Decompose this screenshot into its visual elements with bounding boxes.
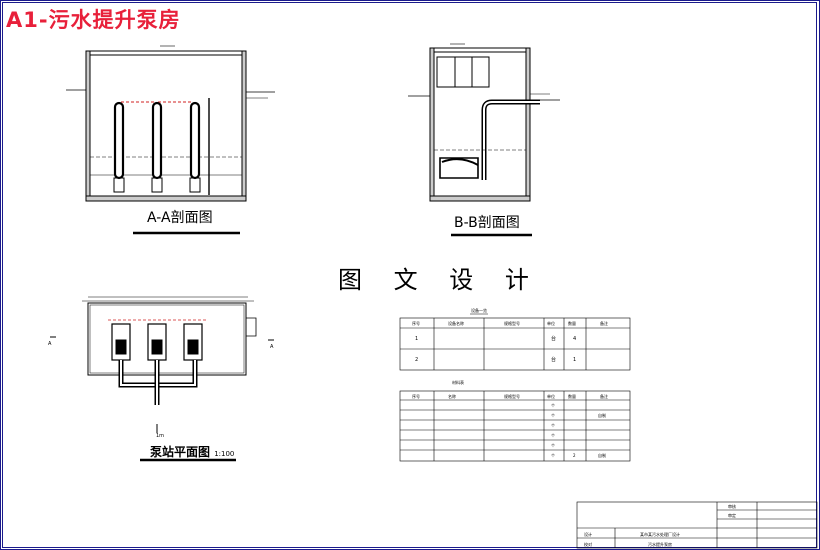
material-table-header-cell: 数量 (568, 393, 576, 399)
table-row: 个 (551, 423, 555, 428)
table-cell: 台 (551, 335, 556, 342)
table-cell: 1 (415, 336, 418, 342)
aa-pump-1 (113, 101, 154, 193)
plan-caption-title: 泵站平面图 (150, 445, 211, 459)
center-title: 图 文 设 计 (338, 266, 541, 294)
material-table-header-cell: 备注 (600, 393, 608, 399)
equipment-table-header-cell: 备注 (600, 320, 608, 326)
equipment-table-header-cell: 序号 (412, 320, 420, 326)
table-cell: 自制 (598, 412, 606, 418)
table-cell: 个 (551, 443, 555, 448)
sheet-title: A1-污水提升泵房 (6, 8, 181, 32)
title-block (576, 501, 818, 549)
table-cell: 1 (573, 357, 576, 363)
material-table-header-cell: 规格型号 (504, 393, 520, 399)
plan-caption: 泵站平面图 1:100 (150, 443, 234, 460)
table-row: 1 台 4 (415, 335, 576, 342)
section-marker-right: A (270, 344, 274, 350)
equipment-table-header-cell: 单位 (547, 320, 555, 326)
equipment-table-header-cell: 数量 (568, 320, 576, 326)
table-cell: 台 (551, 356, 556, 363)
material-table-header-cell: 单位 (547, 393, 555, 399)
table-cell: 个 (551, 453, 555, 458)
title-block-project: 某市某污水处理厂设计 (640, 531, 680, 537)
title-block-label: 设计 (584, 531, 592, 537)
table-row: 个 2 自制 (551, 452, 606, 458)
plan-caption-scale: 1:100 (214, 450, 235, 458)
material-table-header-cell: 序号 (412, 393, 420, 399)
section-aa-caption: A-A剖面图 (147, 210, 213, 226)
title-block-label: 审定 (728, 512, 736, 518)
material-table-header: 序号 名称 规格型号 单位 数量 备注 (412, 393, 608, 399)
table-cell: 个 (551, 423, 555, 428)
table-cell: 2 (573, 453, 576, 458)
table-row: 个 自制 (551, 412, 606, 418)
aa-pump-3 (189, 101, 201, 193)
table-cell: 个 (551, 433, 555, 438)
table-cell: 2 (415, 357, 418, 363)
section-marker-bottom: 1m (156, 433, 164, 439)
material-table-header-cell: 名称 (448, 393, 456, 399)
table-cell: 个 (551, 413, 555, 418)
table-row: 2 台 1 (415, 356, 576, 363)
aa-pump-2 (151, 101, 193, 193)
equipment-table (399, 317, 631, 371)
section-bb-caption: B-B剖面图 (454, 215, 520, 231)
table-cell: 4 (573, 336, 576, 342)
plan-drawing (50, 296, 274, 433)
title-block-label: 校对 (584, 541, 592, 547)
equipment-table-caption: 设备一览 (471, 307, 487, 313)
table-row: 个 (551, 433, 555, 438)
table-row: 个 (551, 443, 555, 448)
table-cell: 自制 (598, 452, 606, 458)
equipment-table-header-cell: 规格型号 (504, 320, 520, 326)
equipment-table-header: 序号 设备名称 规格型号 单位 数量 备注 (412, 320, 608, 326)
section-bb-drawing (408, 43, 560, 202)
equipment-table-header-cell: 设备名称 (448, 320, 464, 326)
table-row: 个 (551, 403, 555, 408)
section-aa-drawing (66, 45, 275, 202)
title-block-drawing-name: 污水提升泵房 (648, 541, 672, 547)
material-table (399, 390, 631, 462)
table-cell: 个 (551, 403, 555, 408)
material-table-caption: 材料表 (452, 379, 464, 385)
section-marker-left: A (48, 341, 52, 347)
title-block-label: 审核 (728, 503, 736, 509)
